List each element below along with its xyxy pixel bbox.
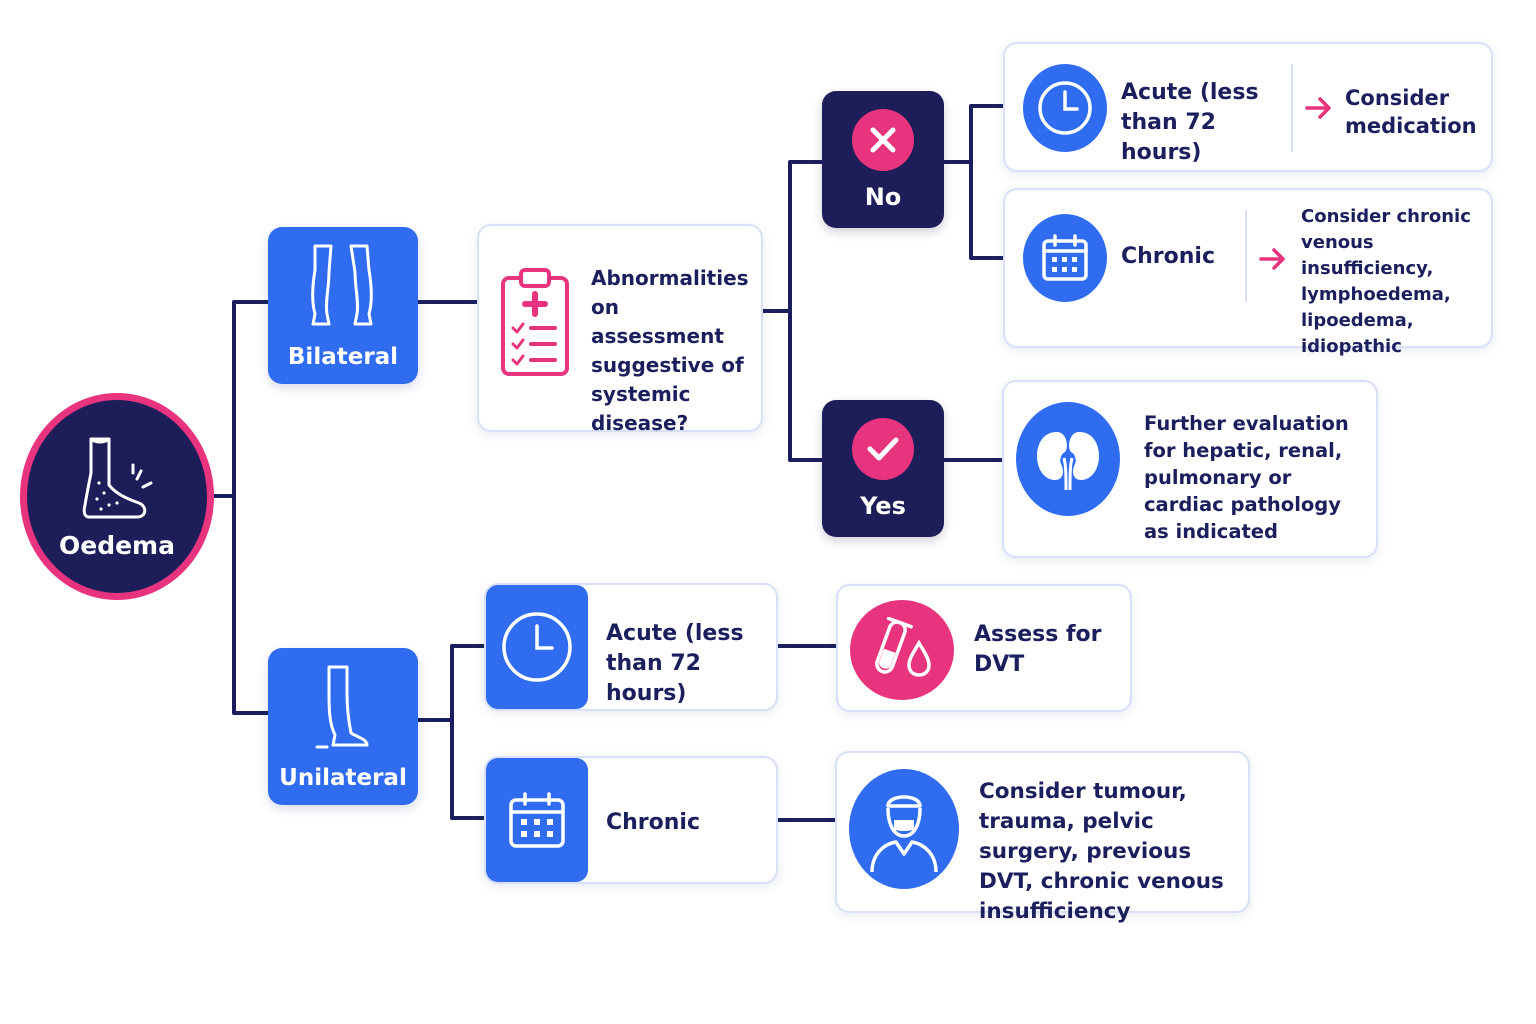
- consider-medication-text: Consider medication: [1345, 86, 1477, 138]
- systemic-disease-question-card: Abnormalities on assessment suggestive o…: [477, 224, 763, 435]
- unilateral-acute-card: Acute (less than 72 hours): [484, 583, 778, 711]
- calendar-icon: [486, 758, 588, 882]
- unilateral-acute-label: Acute (less than 72 hours): [606, 621, 744, 706]
- root-label: Oedema: [59, 531, 175, 560]
- two-legs-icon: [305, 242, 381, 334]
- further-evaluation-text: Further evaluation for hepatic, renal, p…: [1144, 412, 1349, 543]
- yes-node: Yes: [822, 400, 944, 537]
- connector-no-branches: [942, 104, 1005, 260]
- kidneys-icon: [1016, 402, 1120, 516]
- cross-icon: [852, 108, 914, 171]
- clock-icon: [1023, 64, 1107, 152]
- unilateral-label: Unilateral: [279, 764, 407, 791]
- bilateral-chronic-card: Chronic Consider chronic venous insuffic…: [1003, 188, 1493, 357]
- single-leg-icon: [313, 663, 373, 755]
- divider: [1245, 210, 1247, 302]
- check-icon: [852, 417, 914, 480]
- unilateral-node: Unilateral: [268, 648, 418, 805]
- root-node-oedema: Oedema: [20, 393, 214, 600]
- bilateral-acute-label: Acute (less than 72 hours): [1121, 80, 1259, 165]
- assess-dvt-card: Assess for DVT: [836, 584, 1132, 712]
- swollen-foot-icon: [77, 433, 157, 527]
- assess-dvt-text: Assess for DVT: [974, 622, 1102, 677]
- further-evaluation-card: Further evaluation for hepatic, renal, p…: [1002, 380, 1378, 558]
- consider-tumour-text: Consider tumour, trauma, pelvic surgery,…: [979, 779, 1224, 924]
- connector-root-branches: [212, 300, 270, 715]
- question-text: Abnormalities on assessment suggestive o…: [591, 266, 749, 435]
- bilateral-label: Bilateral: [287, 343, 399, 370]
- test-tube-blood-icon: [850, 600, 954, 700]
- connector-question-branches: [761, 160, 824, 462]
- no-node: No: [822, 91, 944, 228]
- clock-icon: [486, 585, 588, 709]
- consider-tumour-card: Consider tumour, trauma, pelvic surgery,…: [835, 751, 1250, 924]
- bilateral-chronic-label: Chronic: [1121, 244, 1216, 269]
- bilateral-acute-card: Acute (less than 72 hours) Consider medi…: [1003, 42, 1493, 172]
- clipboard-icon: [499, 264, 571, 382]
- connector-unilateral-branches: [416, 644, 488, 820]
- yes-label: Yes: [860, 491, 906, 520]
- divider: [1291, 64, 1293, 152]
- chronic-bilateral-causes-text: Consider chronic venous insufficiency, l…: [1301, 206, 1471, 357]
- unilateral-chronic-label: Chronic: [606, 810, 701, 835]
- surgeon-icon: [849, 769, 959, 889]
- no-label: No: [864, 182, 902, 211]
- calendar-icon: [1023, 214, 1107, 302]
- arrow-right-icon: [1305, 96, 1333, 124]
- unilateral-chronic-card: Chronic: [484, 756, 778, 884]
- arrow-right-icon: [1259, 247, 1287, 275]
- bilateral-node: Bilateral: [268, 227, 418, 384]
